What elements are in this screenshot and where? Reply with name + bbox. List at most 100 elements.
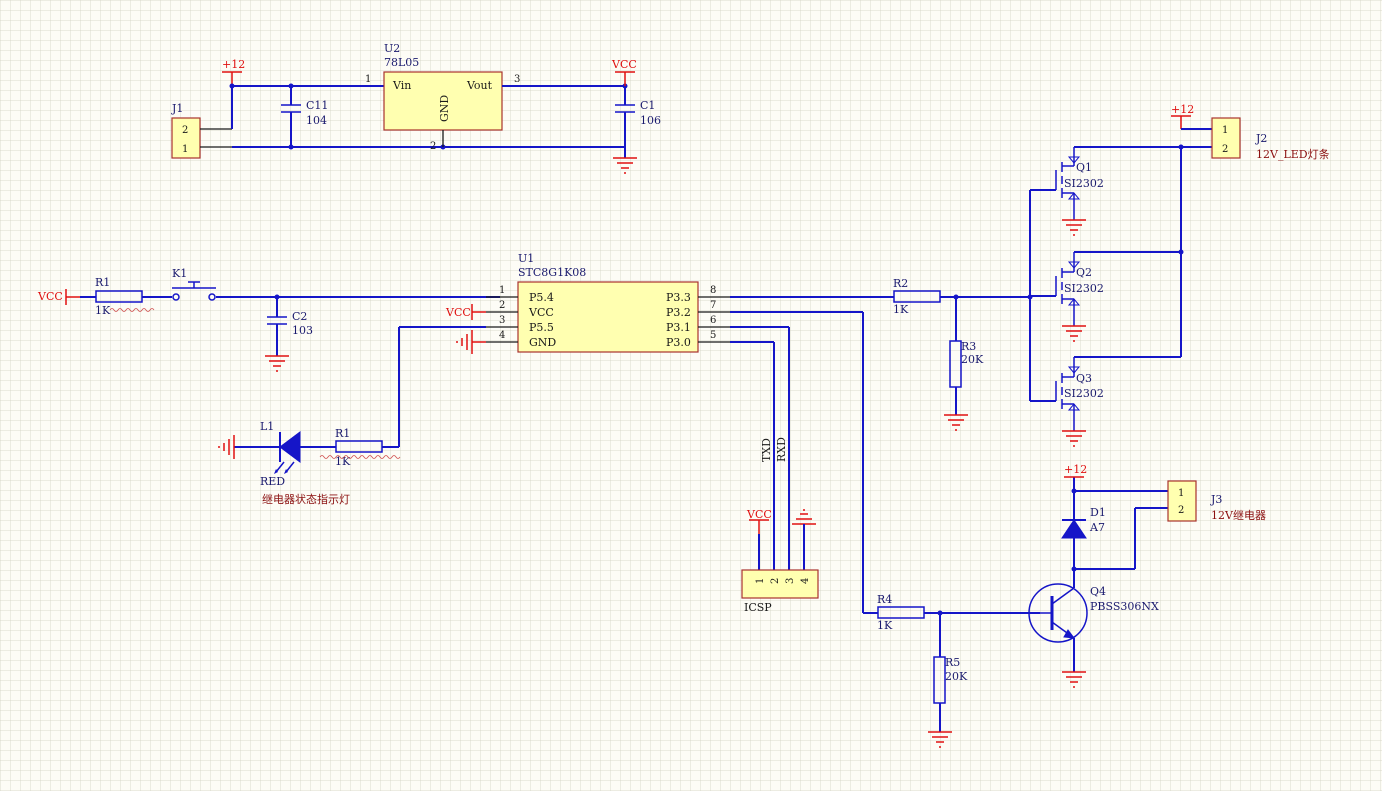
- pin-number: 2: [770, 578, 781, 584]
- power-port-vcc-d: VCC: [746, 508, 772, 534]
- connector-j2[interactable]: 1 2 J2 12V_LED灯条: [1211, 117, 1330, 161]
- icsp-header[interactable]: 1 2 3 4 ICSP: [741, 569, 819, 614]
- designator: U2: [384, 42, 400, 55]
- value: 104: [306, 114, 327, 127]
- pin-name: P3.0: [666, 336, 691, 349]
- value: 20K: [961, 353, 984, 366]
- pin-name-gnd: GND: [438, 95, 451, 122]
- icsp-label: ICSP: [744, 601, 772, 614]
- net-label-rxd: RXD: [775, 437, 788, 462]
- pin-number: 1: [499, 285, 505, 296]
- mcu-u1[interactable]: U1 STC8G1K08 1 2 3 4 P5.4 VCC P5.5 GND 8…: [486, 252, 730, 353]
- designator: Q3: [1076, 372, 1092, 385]
- pin-number: 1: [1222, 125, 1228, 136]
- value: 78L05: [384, 56, 419, 69]
- mosfet-q2[interactable]: Q2 SI2302: [1055, 252, 1104, 326]
- resistor-r2[interactable]: R2 1K: [893, 277, 941, 316]
- pushbutton-k1[interactable]: K1: [172, 267, 216, 301]
- pin-number: 6: [710, 315, 716, 326]
- power-port-vcc-a: VCC: [611, 58, 637, 86]
- capacitor-c11[interactable]: C11 104: [281, 86, 328, 147]
- pin-number: 2: [1222, 144, 1228, 155]
- designator: R1: [95, 276, 110, 289]
- power-label: +12: [222, 58, 245, 71]
- designator: Q2: [1076, 266, 1092, 279]
- pin-number: 8: [710, 285, 716, 296]
- pin-number: 5: [710, 330, 716, 341]
- resistor-r3[interactable]: R3 20K: [949, 297, 984, 415]
- designator: J3: [1210, 493, 1222, 506]
- pin-name: P5.4: [529, 291, 554, 304]
- connector-j3[interactable]: 1 2 J3 12V继电器: [1167, 480, 1266, 522]
- mosfet-q1[interactable]: Q1 SI2302: [1055, 147, 1104, 220]
- power-port-p12-c: +12: [1064, 463, 1087, 478]
- designator: C11: [306, 99, 328, 112]
- diode-d1[interactable]: D1 A7: [1061, 506, 1106, 539]
- led-section: R1 1K L1 RED 继电器状态指示灯: [218, 420, 401, 506]
- pin-number: 4: [800, 578, 811, 584]
- power-label: +12: [1171, 103, 1194, 116]
- pin-number: 3: [499, 315, 505, 326]
- pin-name: P3.3: [666, 291, 691, 304]
- net-label-txd: TXD: [760, 438, 773, 462]
- designator: R5: [945, 656, 960, 669]
- value: 20K: [945, 670, 968, 683]
- value: PBSS306NX: [1090, 600, 1159, 613]
- designator: Q4: [1090, 585, 1106, 598]
- value: 12V_LED灯条: [1256, 147, 1330, 161]
- resistor-r5[interactable]: R5 20K: [933, 613, 968, 732]
- power-label: VCC: [746, 508, 772, 521]
- designator: R4: [877, 593, 892, 606]
- ground-icon: [613, 157, 637, 174]
- value: 1K: [893, 303, 909, 316]
- pin-name: P5.5: [529, 321, 554, 334]
- designator: R1: [335, 427, 350, 440]
- power-label: VCC: [611, 58, 637, 71]
- ground-icon: [265, 355, 289, 372]
- value: SI2302: [1064, 282, 1104, 295]
- value: SI2302: [1064, 387, 1104, 400]
- power-port-vcc-b: VCC: [37, 289, 80, 305]
- led-l1[interactable]: L1 RED 继电器状态指示灯: [260, 420, 350, 506]
- ground-icon: [1062, 325, 1086, 342]
- designator: K1: [172, 267, 187, 280]
- input-section: VCC R1 1K K1 C2 103: [37, 267, 500, 372]
- value: 12V继电器: [1211, 509, 1266, 522]
- pin-name: VCC: [528, 306, 554, 319]
- connector-j1[interactable]: J1 2 1: [171, 102, 232, 159]
- resistor-r4[interactable]: R4 1K: [877, 593, 925, 632]
- mosfet-section: R2 1K R3 20K: [730, 103, 1330, 447]
- regulator-u2[interactable]: U2 78L05 Vin Vout GND 1 3 2: [365, 42, 520, 152]
- designator: J1: [171, 102, 183, 115]
- ground-icon: [1062, 219, 1086, 236]
- icsp-section: TXD RXD VCC 1 2 3 4 ICSP: [730, 326, 819, 614]
- ground-icon: [928, 731, 952, 748]
- ground-icon: [1062, 430, 1086, 447]
- power-port-vcc-c: VCC: [445, 304, 486, 320]
- transistor-q4[interactable]: Q4 PBSS306NX: [1028, 583, 1159, 643]
- designator: Q1: [1076, 161, 1092, 174]
- pin-number: 1: [755, 578, 766, 584]
- designator: L1: [260, 420, 274, 433]
- relay-section: R4 1K R5 20K Q4 PBSS306NX: [730, 311, 1266, 748]
- value: A7: [1089, 521, 1105, 534]
- pin-number: 7: [710, 300, 716, 311]
- power-port-p12-b: +12: [1171, 103, 1194, 129]
- capacitor-c2[interactable]: C2 103: [267, 297, 313, 356]
- designator: U1: [518, 252, 534, 265]
- designator: C1: [640, 99, 655, 112]
- pin-name-vout: Vout: [466, 79, 493, 92]
- pin-number: 2: [430, 141, 436, 152]
- regulator-section: +12 J1 2 1 C11 104 U2: [171, 42, 661, 174]
- ground-icon: [944, 414, 968, 431]
- value: 1K: [877, 619, 893, 632]
- value: 1K: [335, 455, 351, 468]
- mosfet-q3[interactable]: Q3 SI2302: [1055, 357, 1104, 431]
- ground-icon: [456, 330, 486, 354]
- pin-number: 3: [514, 74, 520, 85]
- designator: R2: [893, 277, 908, 290]
- value: 106: [640, 114, 661, 127]
- power-port-p12-a: +12: [222, 58, 245, 86]
- capacitor-c1[interactable]: C1 106: [615, 86, 661, 158]
